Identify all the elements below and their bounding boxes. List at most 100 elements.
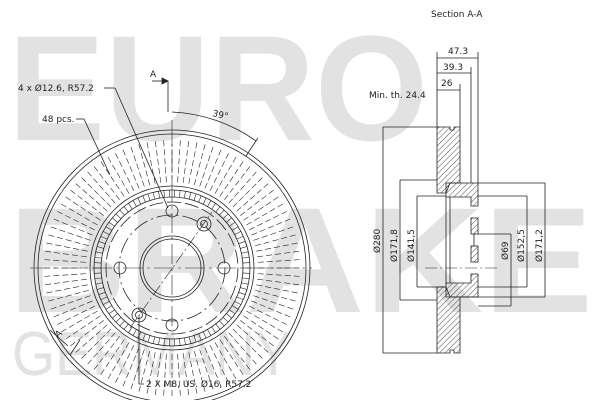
section-hat-top: [445, 182, 479, 207]
tooth-line: [229, 221, 236, 227]
vane-line: [138, 142, 151, 186]
tooth-line: [95, 282, 103, 285]
tooth-line: [158, 337, 160, 345]
bolt-holes-label: 4 x Ø12.6, R57.2: [18, 83, 94, 94]
vane-line: [63, 315, 101, 341]
disc-outer-edge-inner: [37, 133, 307, 400]
vane-line: [129, 144, 145, 187]
vane-line: [121, 347, 140, 389]
tooth-line: [94, 277, 102, 280]
vane-line: [59, 202, 98, 226]
vane-line: [224, 164, 252, 200]
vane-line: [51, 300, 93, 319]
vane-line: [106, 155, 130, 194]
vane-line: [232, 328, 265, 361]
vane-line: [204, 347, 223, 389]
dim-height-hat: 39.3: [443, 63, 463, 73]
tooth-line: [211, 326, 216, 333]
vane-line: [209, 344, 230, 385]
leader-bolt-holes-diag: [114, 87, 169, 209]
tooth-line: [147, 193, 151, 201]
tooth-line: [100, 296, 108, 300]
tooth-line: [184, 191, 186, 199]
tooth-line: [242, 256, 250, 259]
tooth-line: [222, 317, 229, 323]
tooth-line: [147, 335, 151, 343]
dia-171-8: Ø171,8: [389, 229, 400, 262]
threaded-hole-upper-right: [196, 216, 212, 232]
tooth-line: [198, 195, 202, 203]
tooth-line: [102, 231, 110, 235]
vane-line: [163, 138, 167, 183]
vane-line: [214, 342, 238, 381]
tooth-line: [128, 203, 133, 210]
tooth-line: [123, 323, 129, 330]
vane-line: [129, 349, 145, 392]
tooth-line: [115, 213, 122, 219]
vane-line: [51, 217, 93, 236]
tooth-line: [236, 236, 244, 240]
tooth-line: [211, 203, 216, 210]
tooth-line: [242, 277, 250, 280]
tooth-line: [152, 192, 156, 200]
vane-line: [48, 295, 91, 311]
vane-line: [182, 353, 190, 397]
tooth-line: [102, 301, 110, 305]
vane-line: [46, 234, 90, 247]
vane-line: [182, 139, 190, 183]
vane-line: [236, 324, 270, 354]
leader-vanes-diag: [83, 118, 111, 176]
threaded-holes-label: 2 X M8, US. Ø16, R57.2: [146, 379, 251, 390]
tooth-line: [112, 217, 118, 223]
tooth-line: [105, 305, 112, 310]
diagonal-center-line: [129, 211, 213, 329]
angle-ext-line: [245, 137, 259, 157]
bolt-hole-bottom: [165, 318, 179, 332]
section-arrow-top: [161, 77, 169, 85]
tooth-line: [179, 338, 181, 346]
vane-line: [79, 175, 112, 208]
vane-line: [59, 310, 98, 334]
tooth-line: [236, 296, 244, 300]
vane-line: [86, 332, 116, 366]
tooth-line: [119, 320, 125, 327]
vane-line: [246, 202, 285, 226]
tooth-line: [96, 287, 104, 290]
tooth-line: [198, 333, 202, 341]
vane-line: [219, 339, 245, 377]
section-view: Section A-A 47.3 39.3 26 Min. th. 24.4 Ø…: [369, 10, 546, 354]
section-marker-top: A: [150, 70, 157, 80]
vane-line: [254, 234, 298, 247]
vane-line: [256, 242, 300, 252]
dia-center: Ø69: [500, 241, 511, 260]
vane-line: [44, 242, 88, 252]
vane-line: [257, 278, 301, 286]
threaded-hole-upper-right-inner: [200, 220, 208, 228]
vane-line: [257, 273, 302, 277]
vane-line: [219, 159, 245, 197]
section-marker-bottom: A: [54, 328, 66, 340]
vane-line: [79, 328, 112, 361]
vane-line: [99, 339, 125, 377]
tooth-line: [215, 206, 221, 213]
tooth-line: [240, 246, 248, 249]
vane-line: [68, 188, 104, 216]
tooth-line: [241, 251, 249, 254]
vane-line: [246, 310, 285, 334]
vane-line: [55, 210, 96, 231]
dia-152-5: Ø152,5: [516, 229, 527, 262]
vane-line: [236, 182, 270, 212]
vane-line: [257, 250, 301, 258]
vane-line: [146, 352, 156, 396]
tooth-line: [219, 320, 225, 327]
vane-line: [199, 144, 215, 187]
vanes-label: 48 pcs.: [42, 115, 75, 125]
tooth-line: [226, 217, 232, 223]
vane-line: [254, 289, 298, 302]
vane-line: [154, 139, 162, 183]
vane-line: [114, 151, 135, 192]
vane-line: [177, 138, 181, 183]
vane-line: [163, 353, 167, 398]
dim-thickness: 26: [441, 79, 453, 89]
